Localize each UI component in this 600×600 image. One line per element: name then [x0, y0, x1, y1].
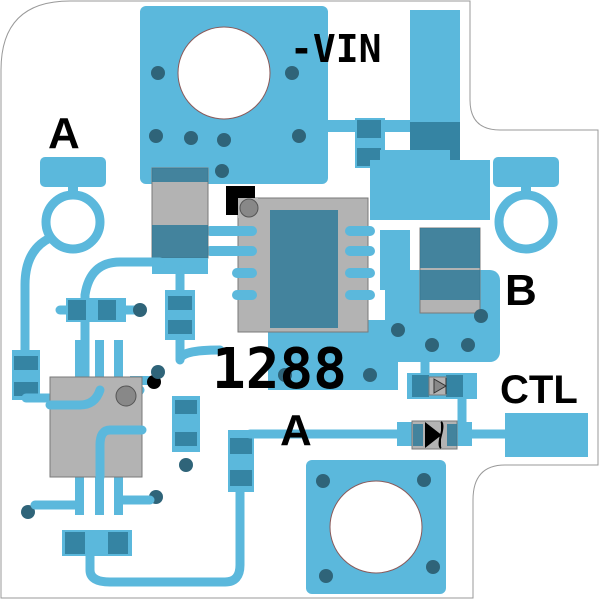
- mounting-hole-bottom: [329, 480, 423, 574]
- varactor-diode-icon: [425, 421, 444, 449]
- vias-bottom: [316, 473, 440, 583]
- diode-icon: [433, 378, 447, 394]
- port-a-ring: [41, 190, 105, 254]
- label-ctl: CTL: [500, 368, 578, 412]
- ic-main-pins: [205, 226, 375, 300]
- switch-ic-pins: [75, 340, 160, 515]
- vias-left: [21, 365, 165, 519]
- port-b-pad: [493, 157, 559, 187]
- vias-top: [149, 66, 306, 178]
- label-port-a-mid: A: [280, 406, 312, 455]
- label-port-b: B: [505, 266, 537, 315]
- mounting-hole-top: [177, 26, 271, 120]
- label-part-number: 1288: [212, 337, 347, 402]
- ctl-pad: [505, 413, 588, 457]
- vias-mid: [278, 309, 488, 382]
- label-vin: -VIN: [290, 27, 382, 71]
- port-b-ring: [494, 190, 558, 254]
- port-a-pad: [40, 157, 106, 187]
- copper-b-region: [370, 160, 490, 220]
- label-port-a: A: [48, 109, 80, 158]
